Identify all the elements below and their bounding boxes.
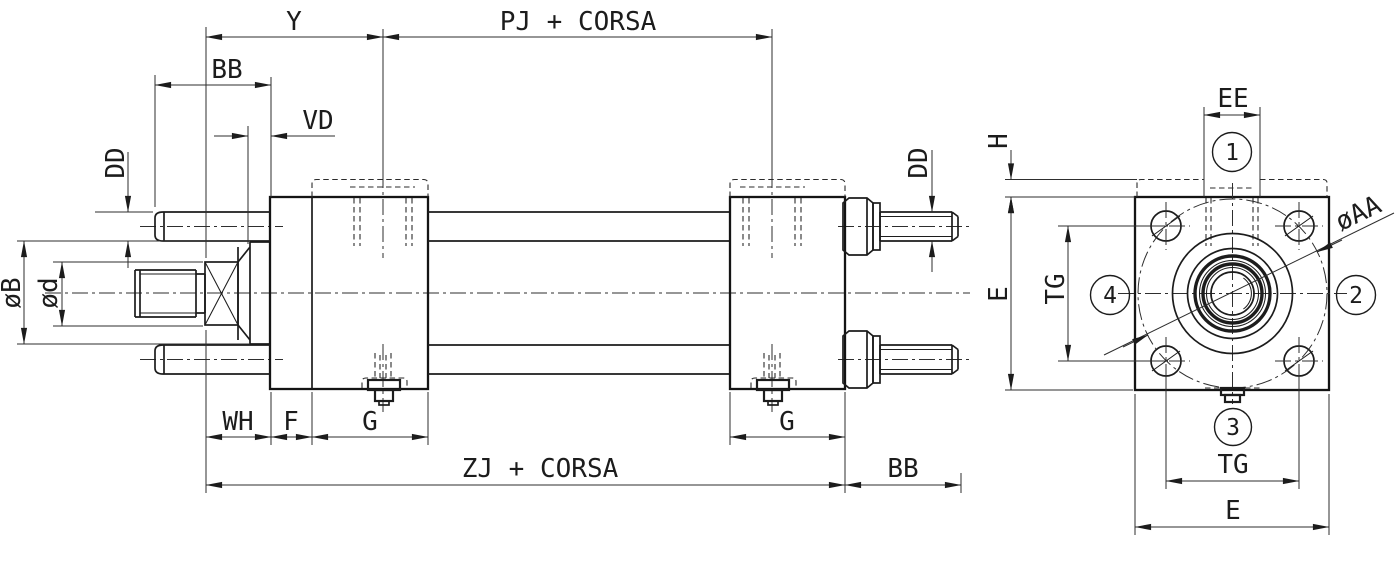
tie-rod-hole: [1275, 202, 1323, 250]
dim-label-zj-corsa: ZJ + CORSA: [462, 454, 619, 484]
end-boss-hidden-right: [1260, 178, 1328, 197]
dim-label-vd: VD: [302, 106, 333, 136]
port-callout-4-label: 4: [1103, 283, 1117, 309]
cylinder-tube: [428, 211, 730, 375]
dim-label-y: Y: [286, 7, 302, 37]
front-port-boss-hidden: [311, 178, 429, 197]
rear-cushion-hidden: [763, 353, 781, 378]
dim-label-dd-left: DD: [101, 147, 131, 178]
tie-rod-hole: [1275, 337, 1323, 385]
dim-label-pj-corsa: PJ + CORSA: [500, 7, 657, 37]
centerlines: [45, 172, 972, 412]
dim-label-g-front: G: [362, 407, 378, 437]
port-callout-3: 3: [1213, 407, 1253, 447]
dim-label-tg-bottom: TG: [1217, 450, 1248, 480]
front-head: [268, 178, 430, 406]
dim-label-bb-top: BB: [211, 55, 242, 85]
dim-label-ee: EE: [1217, 84, 1248, 114]
dim-label-dd-right: DD: [904, 147, 934, 178]
dim-label-diameter-d: ød: [34, 277, 64, 308]
dim-label-f: F: [283, 407, 299, 437]
dim-label-e-left: E: [984, 286, 1014, 302]
dim-label-wh: WH: [222, 407, 253, 437]
dim-label-bb-bottom: BB: [887, 454, 918, 484]
tie-rod-nuts-right: [842, 197, 959, 389]
port-callout-3-label: 3: [1226, 415, 1240, 441]
port-callout-1-label: 1: [1225, 140, 1239, 166]
end-boss-hidden-left: [1136, 178, 1204, 197]
dim-label-tg-left: TG: [1041, 273, 1071, 304]
end-view-dimensions: EE H E TG TG E: [984, 84, 1330, 535]
thread-arc: [1243, 277, 1252, 310]
front-cushion-screw: [366, 378, 402, 406]
rear-port-boss-hidden: [729, 178, 846, 197]
rear-cushion-screw: [755, 378, 791, 406]
dim-label-e-bottom: E: [1225, 496, 1241, 526]
port-callout-2: 2: [1335, 274, 1377, 316]
side-view: Y PJ + CORSA BB VD DD øB ød WH F: [0, 7, 972, 493]
dim-label-diameter-b: øB: [0, 277, 27, 308]
rod-gland-circles: [1171, 232, 1294, 355]
port-callouts: 1 2 3 4: [1089, 131, 1377, 447]
end-view: øAA EE H E TG TG: [984, 84, 1395, 535]
dim-label-h: H: [984, 133, 1014, 149]
front-cushion-hidden: [374, 353, 392, 378]
piston-rod-end: [134, 241, 270, 345]
port-callout-1: 1: [1211, 131, 1253, 173]
port-callout-4: 4: [1089, 274, 1131, 316]
end-bottom-plug: [1205, 386, 1260, 404]
dim-label-g-rear: G: [779, 407, 795, 437]
side-view-dimensions: Y PJ + CORSA BB VD DD øB ød WH F: [0, 7, 962, 493]
port-callout-2-label: 2: [1349, 283, 1363, 309]
diameter-aa-dimension: øAA: [1103, 190, 1395, 356]
rear-head: [728, 178, 847, 406]
